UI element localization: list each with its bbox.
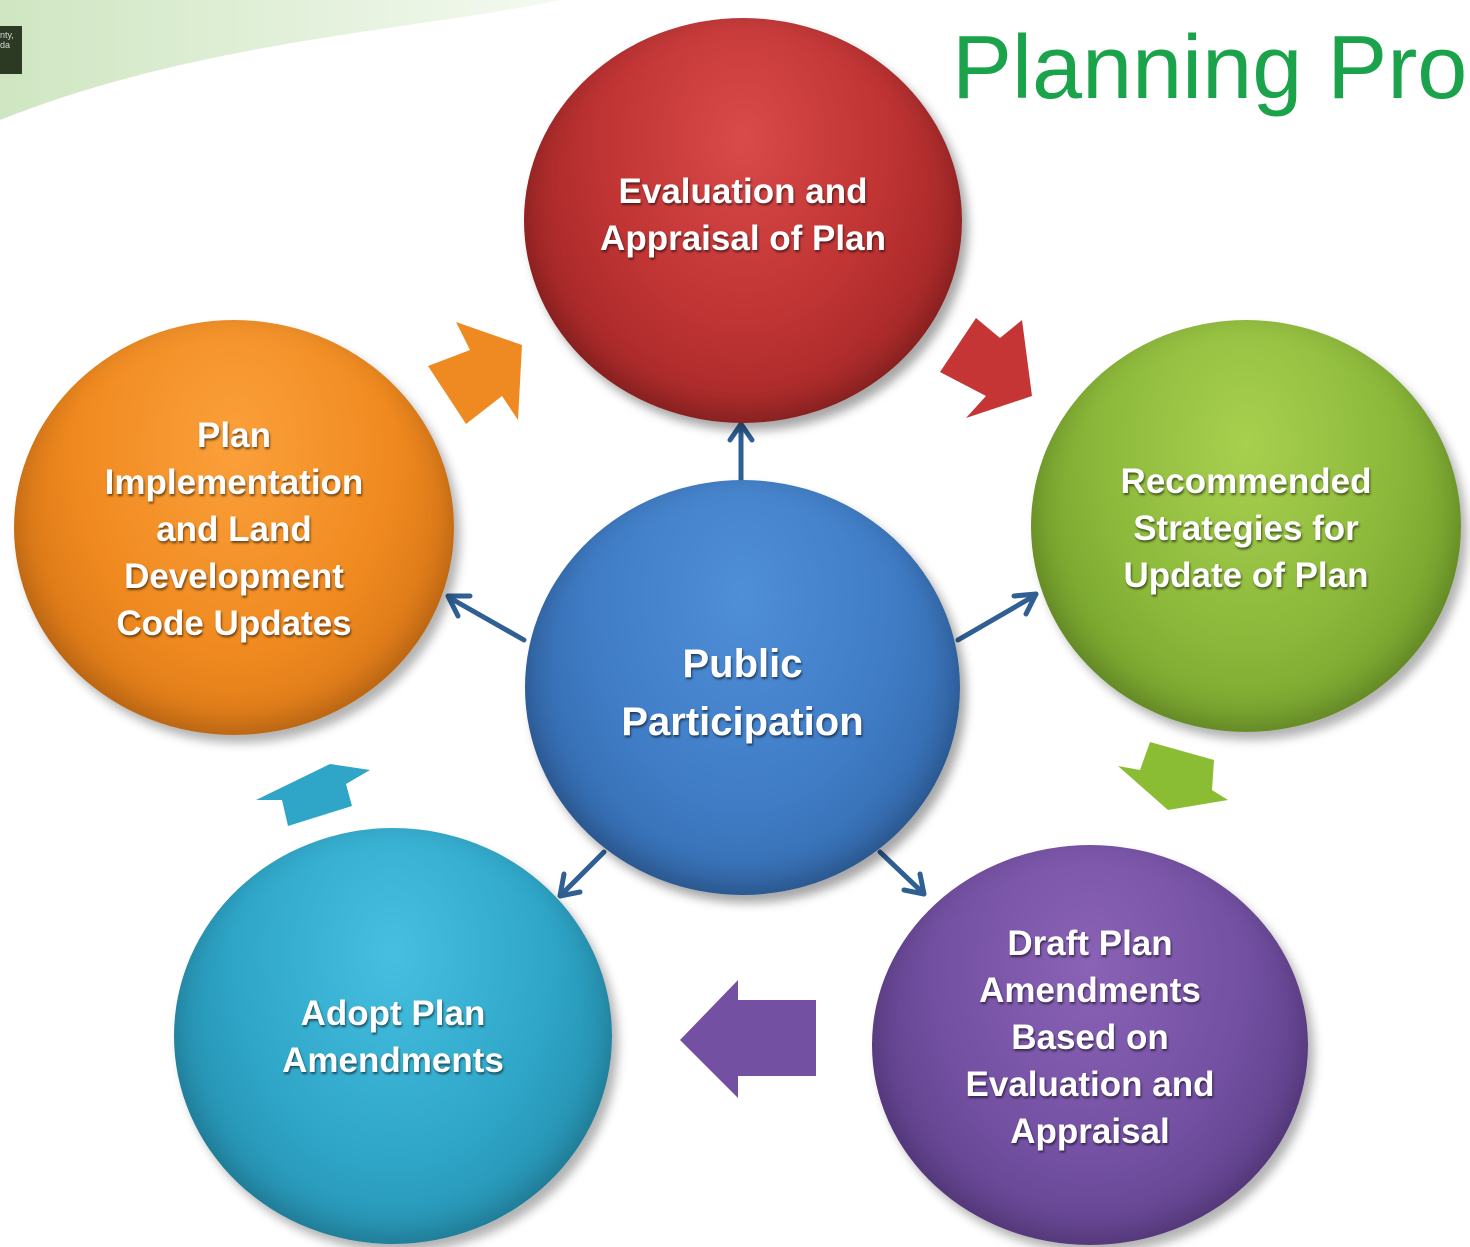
step-evaluation-label: Evaluation and Appraisal of Plan (600, 172, 886, 258)
step-draft-label: Draft Plan Amendments Based on Evaluatio… (965, 924, 1215, 1151)
logo-fragment: nty, da (0, 26, 22, 74)
step-adopt-label: Adopt Plan Amendments (282, 994, 504, 1080)
logo-text: nty, da (0, 30, 14, 50)
step-plan-implementation-label: Plan Implementation and Land Development… (104, 416, 364, 643)
center-public-participation-circle: Public Participation (525, 480, 960, 895)
cycle-arrow-red (940, 318, 1032, 418)
center-connectors (445, 421, 1039, 899)
cycle-arrow-blue (256, 764, 370, 826)
step-adopt-circle: Adopt Plan Amendments (174, 828, 612, 1244)
cycle-arrow-purple (680, 980, 816, 1098)
step-plan-implementation-circle: Plan Implementation and Land Development… (14, 320, 454, 735)
cycle-arrow-orange (428, 322, 522, 424)
step-recommended-label: Recommended Strategies for Update of Pla… (1120, 462, 1372, 595)
step-evaluation-circle: Evaluation and Appraisal of Plan (524, 18, 962, 423)
step-draft-circle: Draft Plan Amendments Based on Evaluatio… (872, 845, 1308, 1245)
center-label: Public Participation (621, 642, 864, 744)
cycle-arrow-green (1118, 742, 1228, 810)
header-wave-decoration (0, 0, 560, 120)
step-recommended-circle: Recommended Strategies for Update of Pla… (1031, 320, 1461, 732)
slide-title: Planning Pro (952, 18, 1468, 118)
